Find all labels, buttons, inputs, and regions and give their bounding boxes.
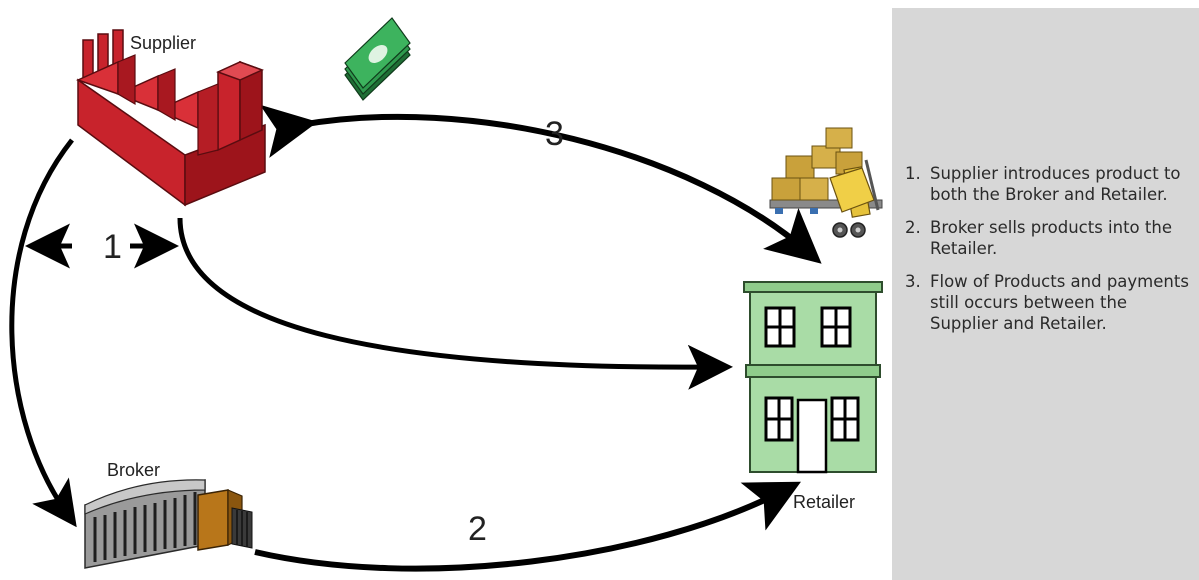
arrow-broker-to-retailer [254, 481, 801, 572]
flow-number-1: 1 [103, 228, 122, 266]
retailer-label: Retailer [793, 492, 855, 512]
arrow-supplier-to-retailer [177, 217, 733, 390]
step-item: 1. Supplier introduces product to both t… [905, 163, 1195, 205]
step-number: 1. [905, 164, 921, 183]
step-text: Supplier introduces product to both the … [930, 164, 1181, 204]
step-text: Broker sells products into the Retailer. [930, 218, 1172, 258]
broker-label: Broker [107, 460, 160, 480]
arrow-supplier-retailer-products-payments [259, 104, 822, 264]
step-number: 2. [905, 218, 921, 237]
flow-number-2: 2 [468, 510, 487, 548]
flow-number-3: 3 [545, 115, 564, 153]
flow-arrows [9, 104, 822, 572]
steps-list: 1. Supplier introduces product to both t… [905, 163, 1195, 346]
store-building-icon [743, 281, 883, 474]
step-number: 3. [905, 272, 921, 291]
money-stack-icon [344, 17, 411, 101]
supply-chain-diagram: 1 2 3 Supplier [9, 17, 883, 572]
step-item: 3. Flow of Products and payments still o… [905, 271, 1195, 334]
arrow-supplier-to-broker [9, 138, 77, 528]
warehouse-icon [84, 479, 253, 569]
step-text: Flow of Products and payments still occu… [930, 272, 1189, 333]
factory-icon [75, 29, 266, 207]
steps-panel: 1. Supplier introduces product to both t… [892, 8, 1199, 580]
supplier-label: Supplier [130, 33, 196, 53]
forklift-boxes-icon [769, 127, 883, 238]
step-item: 2. Broker sells products into the Retail… [905, 217, 1195, 259]
